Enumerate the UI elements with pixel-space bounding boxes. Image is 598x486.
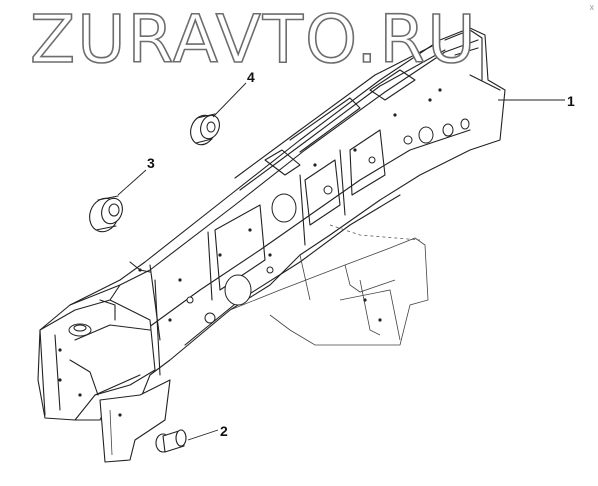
watermark-logo: ZURAVTO.RU bbox=[29, 0, 478, 79]
part-1-frame-rail bbox=[37, 27, 506, 421]
callout-2: 2 bbox=[220, 423, 228, 439]
corner-mark: x bbox=[589, 2, 595, 12]
hidden-rear-bracket bbox=[229, 224, 429, 346]
lower-front-plate bbox=[99, 379, 171, 463]
callout-1: 1 bbox=[567, 93, 575, 109]
leader-4 bbox=[212, 82, 247, 118]
part-4-bushing bbox=[190, 113, 220, 146]
leader-lines bbox=[117, 82, 565, 441]
part-3-bushing bbox=[89, 195, 123, 233]
part-2-plug bbox=[155, 429, 187, 453]
leader-2 bbox=[187, 429, 219, 441]
callout-3: 3 bbox=[147, 155, 155, 171]
callout-4: 4 bbox=[247, 69, 255, 85]
leader-3 bbox=[117, 169, 147, 196]
